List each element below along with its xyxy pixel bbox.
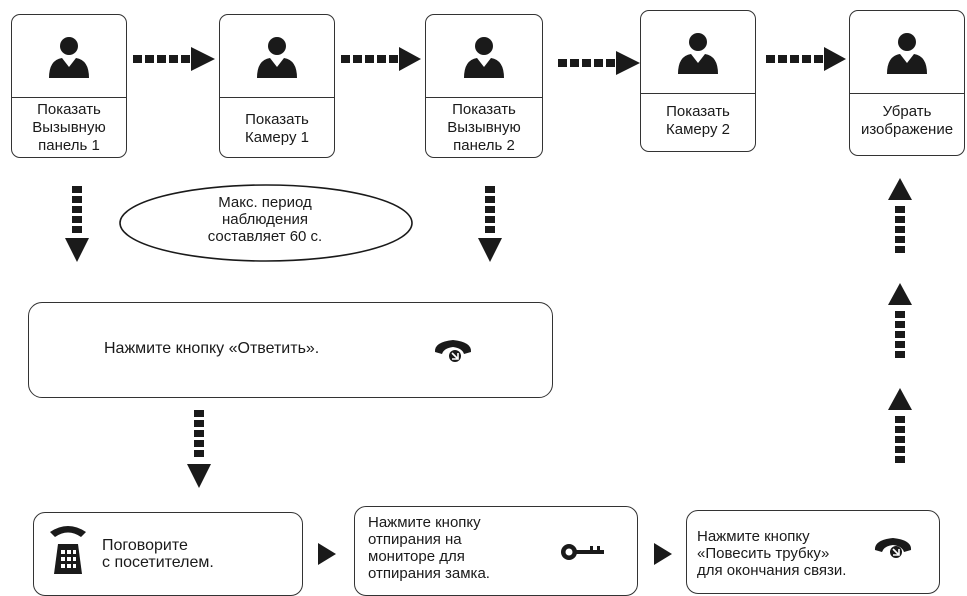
handset-icon	[872, 532, 914, 562]
step-label: Показать Камеру 1	[245, 111, 309, 146]
arrow-right-small	[318, 543, 336, 565]
step-call-panel-2: Показать Вызывную панель 2	[425, 14, 543, 158]
person-icon	[850, 11, 964, 93]
arrow-up	[888, 178, 912, 253]
arrow-right	[766, 47, 846, 71]
step-remove-image: Убрать изображение	[849, 10, 965, 156]
person-icon	[220, 15, 334, 97]
arrow-right	[133, 47, 215, 71]
hangup-text: Нажмите кнопку «Повесить трубку» для око…	[697, 528, 847, 579]
step-label: Показать Вызывную панель 2	[447, 101, 521, 154]
step-call-panel-1: Показать Вызывную панель 1	[11, 14, 127, 158]
step-label: Показать Вызывную панель 1	[32, 101, 106, 154]
step-label: Убрать изображение	[860, 103, 954, 138]
step-camera-1: Показать Камеру 1	[219, 14, 335, 158]
person-icon	[641, 11, 755, 93]
arrow-up	[888, 283, 912, 358]
person-icon	[426, 15, 542, 97]
arrow-down	[65, 186, 89, 262]
unlock-text: Нажмите кнопку отпирания на мониторе для…	[368, 514, 490, 582]
arrow-down	[187, 410, 211, 488]
arrow-right	[558, 51, 640, 75]
arrow-right-small	[654, 543, 672, 565]
step-label: Показать Камеру 2	[666, 103, 730, 138]
person-icon	[12, 15, 126, 97]
max-period-note: Макс. период наблюдения составляет 60 с.	[207, 194, 323, 245]
arrow-up	[888, 388, 912, 463]
step-camera-2: Показать Камеру 2	[640, 10, 756, 152]
arrow-right	[341, 47, 421, 71]
desk-phone-icon	[48, 522, 88, 576]
note-ellipse	[119, 184, 413, 262]
handset-icon	[432, 334, 474, 364]
answer-text: Нажмите кнопку «Ответить».	[104, 340, 320, 357]
arrow-down	[478, 186, 502, 262]
key-icon	[560, 542, 606, 562]
talk-text: Поговорите с посетителем.	[102, 537, 214, 571]
